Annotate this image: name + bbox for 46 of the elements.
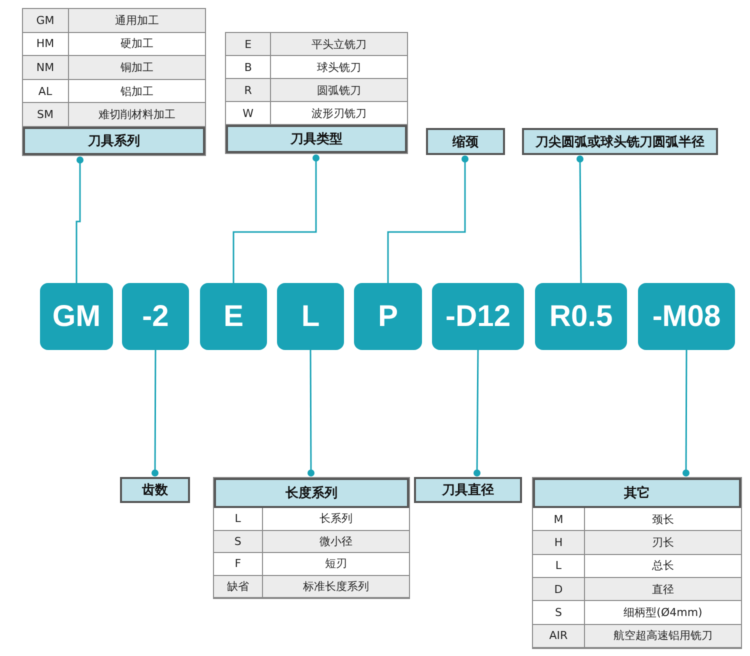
label-box: 齿数 — [120, 477, 190, 503]
table-cell: 直径 — [585, 578, 741, 602]
table-cell: H — [533, 531, 585, 555]
code-segment-box: R0.5 — [535, 283, 627, 350]
table-header: 刀具类型 — [226, 125, 407, 153]
leader-line — [232, 154, 320, 283]
code-table — [213, 477, 410, 599]
label-box: 刀尖圆弧或球头铣刀圆弧半径 — [522, 128, 718, 155]
code-segment-box: E — [200, 283, 267, 350]
table-cell: 圆弧铣刀 — [271, 79, 407, 102]
table-header: 长度系列 — [214, 478, 409, 508]
table-cell: 平头立铣刀 — [271, 33, 407, 56]
table-cell: AIR — [533, 624, 585, 648]
code-segment-box: -D12 — [432, 283, 524, 350]
code-table — [225, 32, 408, 154]
leader-line — [682, 350, 690, 476]
code-table — [22, 8, 206, 156]
leader-line — [474, 350, 480, 476]
table-cell: R — [226, 79, 272, 102]
leader-line — [76, 156, 84, 283]
code-segment-box: P — [354, 283, 422, 350]
leader-line — [308, 350, 314, 476]
code-segment-box: GM — [40, 283, 113, 350]
table-cell: NM — [23, 56, 68, 80]
code-segment-box: -2 — [122, 283, 189, 350]
code-segment-box: L — [277, 283, 344, 350]
table-cell: S — [214, 530, 263, 553]
table-cell: 铜加工 — [68, 56, 205, 80]
leader-line — [152, 350, 158, 476]
table-cell: D — [533, 578, 585, 602]
table-cell: E — [226, 33, 272, 56]
code-table — [532, 477, 742, 649]
table-cell: GM — [23, 9, 68, 33]
table-cell: 标准长度系列 — [262, 576, 409, 598]
table-cell: 刃长 — [585, 531, 741, 555]
table-header: 刀具系列 — [23, 127, 205, 155]
code-segment-box: -M08 — [638, 283, 735, 350]
table-cell: 缺省 — [214, 576, 263, 598]
table-cell: 航空超高速铝用铣刀 — [585, 624, 741, 648]
label-box: 刀具直径 — [414, 477, 522, 503]
table-cell: 微小径 — [262, 530, 409, 553]
table-cell: 通用加工 — [68, 9, 205, 33]
leader-line — [387, 156, 468, 283]
table-header: 其它 — [533, 478, 741, 508]
label-box: 缩颈 — [426, 128, 505, 155]
leader-line — [576, 156, 584, 283]
